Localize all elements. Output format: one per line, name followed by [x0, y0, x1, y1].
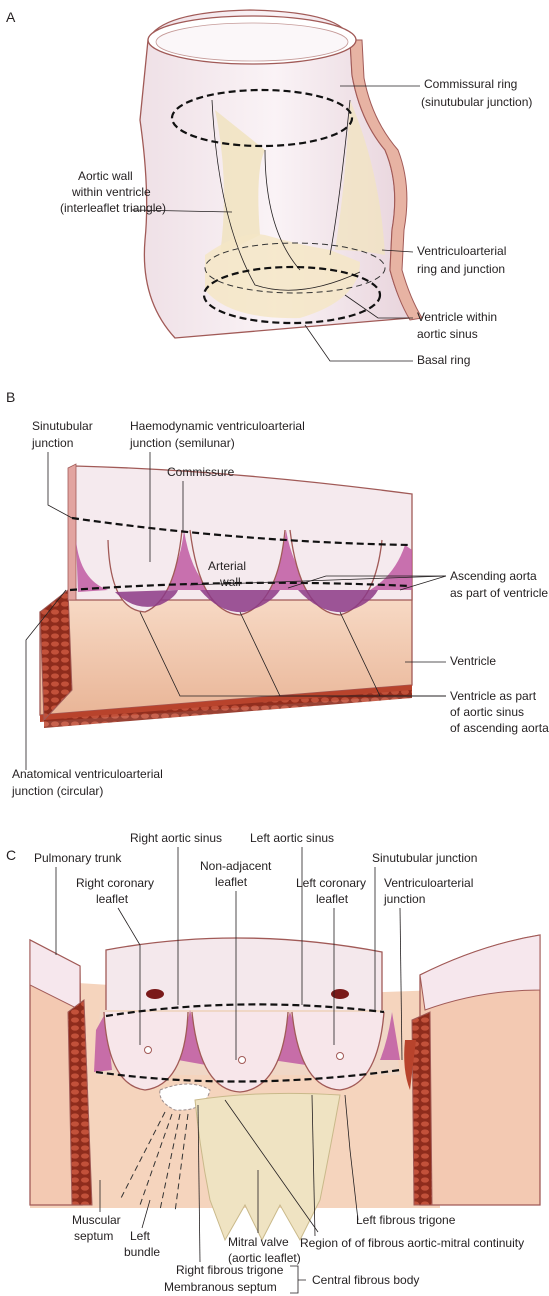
label-aortic-wall-2: within ventricle: [71, 185, 151, 199]
mitral-valve: [194, 1092, 341, 1242]
semilunar-junction: [71, 516, 411, 547]
panel-c-letter: C: [6, 847, 16, 863]
label-ventricle-sinus-1: Ventricle within: [417, 310, 497, 324]
panel-c: C: [6, 831, 541, 1294]
label-left-bundle-1: Left: [130, 1229, 151, 1243]
ventricle-within-sinus: [205, 234, 360, 319]
panel-a-letter: A: [6, 9, 16, 25]
label-commissural-ring-1: Commissural ring: [424, 77, 517, 91]
label-right-aortic-sinus: Right aortic sinus: [130, 831, 222, 845]
label-non-adjacent-2: leaflet: [215, 875, 248, 889]
label-va-ring-1: Ventriculoarterial: [417, 244, 506, 258]
label-pulmonary-trunk: Pulmonary trunk: [34, 851, 122, 865]
label-ventricle-part-2: of aortic sinus: [450, 705, 524, 719]
label-central-fibrous-body: Central fibrous body: [312, 1273, 419, 1287]
right-coronary-ostium: [146, 989, 164, 999]
label-left-coronary-2: leaflet: [316, 892, 349, 906]
label-ventricle-part-3: of ascending aorta: [450, 721, 549, 735]
label-basal-ring: Basal ring: [417, 353, 470, 367]
panel-a: A Commissural ring (sinutubular junction…: [6, 9, 532, 367]
label-haemodynamic-2: junction (semilunar): [129, 436, 235, 450]
non-adjacent-cusp: [191, 1011, 289, 1093]
muscle-cut-face: [39, 589, 73, 722]
label-non-adjacent-1: Non-adjacent: [200, 859, 272, 873]
label-right-coronary-2: leaflet: [96, 892, 129, 906]
label-haemodynamic-1: Haemodynamic ventriculoarterial: [130, 419, 305, 433]
label-mitral-valve-1: Mitral valve: [228, 1235, 289, 1249]
aortic-tube-a: [139, 9, 423, 339]
label-ventricle-part-1: Ventricle as part: [450, 689, 537, 703]
label-commissure: Commissure: [167, 465, 235, 479]
label-anatomical-2: junction (circular): [11, 784, 103, 798]
septum-muscle: [67, 999, 93, 1206]
commissural-ring: [170, 88, 354, 148]
label-left-aortic-sinus: Left aortic sinus: [250, 831, 334, 845]
va-ring: [204, 242, 386, 294]
interleaflet-triangle: [215, 110, 265, 255]
label-right-coronary-1: Right coronary: [76, 876, 154, 890]
basal-ring: [202, 265, 382, 325]
label-left-fibrous-trigone: Left fibrous trigone: [356, 1213, 456, 1227]
aortic-wall-strip: [349, 39, 423, 321]
aortic-root-c: [105, 937, 383, 1013]
panel-b-letter: B: [6, 389, 15, 405]
label-arterial-wall-1: Arterial: [208, 559, 246, 573]
label-va-junction-2: junction: [383, 892, 425, 906]
label-region-fibrous: Region of of fibrous aortic-mitral conti…: [300, 1236, 524, 1250]
label-sinutubular-junction: Sinutubular junction: [372, 851, 477, 865]
label-aortic-wall-3: (interleaflet triangle): [60, 201, 166, 215]
label-aortic-wall-1: Aortic wall: [78, 169, 133, 183]
label-arterial-wall-2: wall: [219, 575, 241, 589]
panel-b: B Sinutubular junction Haemodynamic vent…: [6, 389, 549, 798]
left-coronary-cusp: [291, 1011, 385, 1091]
label-anatomical-1: Anatomical ventriculoarterial: [12, 767, 163, 781]
label-right-fibrous-trigone: Right fibrous trigone: [176, 1263, 284, 1277]
central-fibrous-bracket: [290, 1265, 306, 1294]
left-coronary-ostium: [331, 989, 349, 999]
label-left-coronary-1: Left coronary: [296, 876, 366, 890]
va-line-c: [95, 1068, 401, 1083]
label-mitral-valve-2: (aortic leaflet): [228, 1251, 301, 1265]
label-muscular-septum-2: septum: [74, 1229, 113, 1243]
label-va-junction-1: Ventriculoarterial: [384, 876, 473, 890]
label-ventricle: Ventricle: [450, 654, 496, 668]
label-va-ring-2: ring and junction: [417, 262, 505, 276]
label-left-bundle-2: bundle: [124, 1245, 160, 1259]
label-ascending-aorta-1: Ascending aorta: [450, 569, 537, 583]
label-ascending-aorta-2: as part of ventricle: [450, 586, 548, 600]
label-sinutubular-2: junction: [31, 436, 73, 450]
label-membranous-septum: Membranous septum: [164, 1280, 277, 1294]
label-sinutubular-1: Sinutubular: [32, 419, 93, 433]
label-muscular-septum-1: Muscular: [72, 1213, 121, 1227]
label-ventricle-sinus-2: aortic sinus: [417, 327, 478, 341]
label-commissural-ring-2: (sinutubular junction): [421, 95, 532, 109]
